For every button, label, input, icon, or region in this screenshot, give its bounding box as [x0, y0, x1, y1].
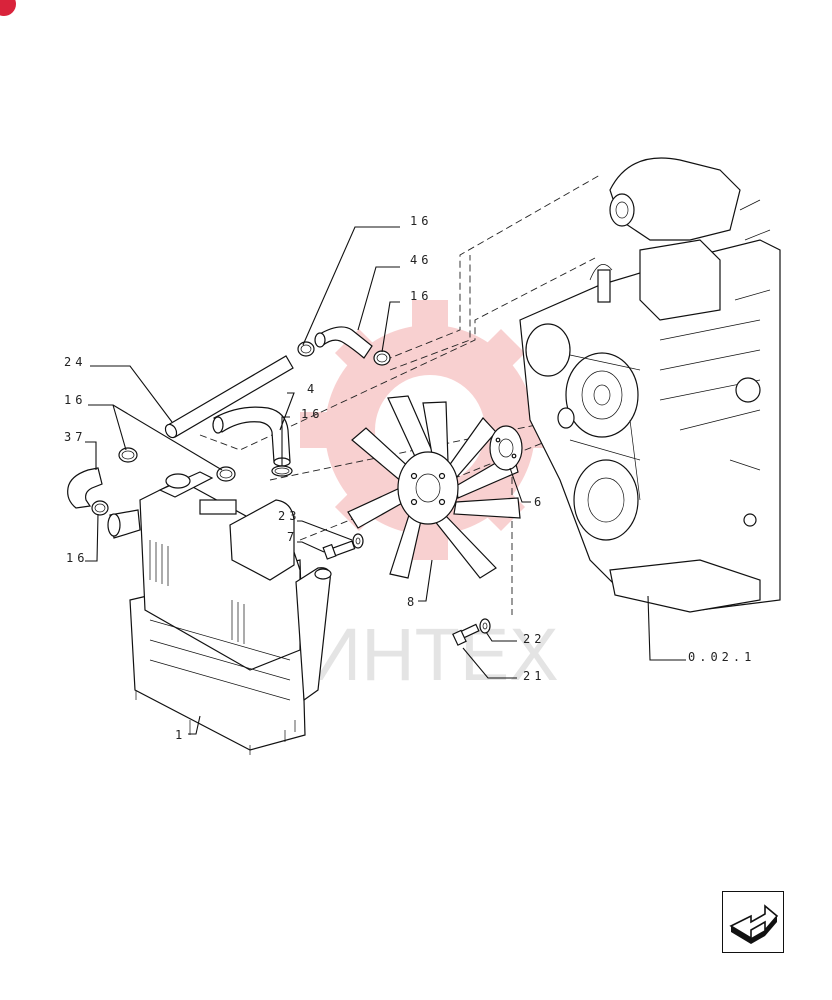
callout-16-hose-clamp: 16: [410, 289, 432, 303]
callout-engine-reference: 0.02.1: [688, 650, 755, 664]
callout-16-hose-clamp: 16: [64, 393, 86, 407]
watermark-text: ИНТЕХ: [308, 613, 559, 696]
spacer-6[interactable]: [489, 425, 523, 471]
callout-24-hose: 24: [64, 355, 86, 369]
leader-lines: [85, 226, 686, 735]
next-page-arrow-icon: [729, 904, 779, 944]
callout-16-hose-clamp: 16: [301, 407, 323, 421]
bolt-7[interactable]: [322, 540, 356, 560]
callout-8-fan: 8: [407, 595, 418, 609]
bolt-21[interactable]: [452, 623, 480, 646]
callout-4-hose: 4: [307, 382, 318, 396]
callout-37-hose: 37: [64, 430, 86, 444]
callout-16-hose-clamp: 16: [410, 214, 432, 228]
next-page-button[interactable]: [722, 891, 784, 953]
washer-23[interactable]: [352, 533, 364, 549]
callout-21-bolt: 21: [523, 669, 545, 683]
callout-labels: 16 46 16 24 4 16 16 37 16 23 7 6 8 22 21…: [64, 214, 755, 742]
hose-clamps-16[interactable]: [91, 341, 391, 516]
washer-22[interactable]: [479, 618, 491, 634]
hose-37[interactable]: [67, 467, 103, 509]
callout-22-washer: 22: [523, 632, 545, 646]
callout-1-radiator: 1: [175, 728, 186, 742]
callout-46-hose: 46: [410, 253, 432, 267]
callout-23-washer: 23: [278, 509, 300, 523]
radiator-1[interactable]: [107, 471, 332, 755]
hose-24[interactable]: [163, 355, 294, 440]
callout-6-spacer: 6: [534, 495, 545, 509]
hose-4[interactable]: [212, 406, 291, 467]
callout-7-bolt: 7: [287, 530, 298, 544]
callout-16-hose-clamp: 16: [66, 551, 88, 565]
hose-46[interactable]: [314, 326, 373, 359]
page-badge: [0, 0, 16, 16]
engine-assembly[interactable]: [519, 157, 781, 613]
